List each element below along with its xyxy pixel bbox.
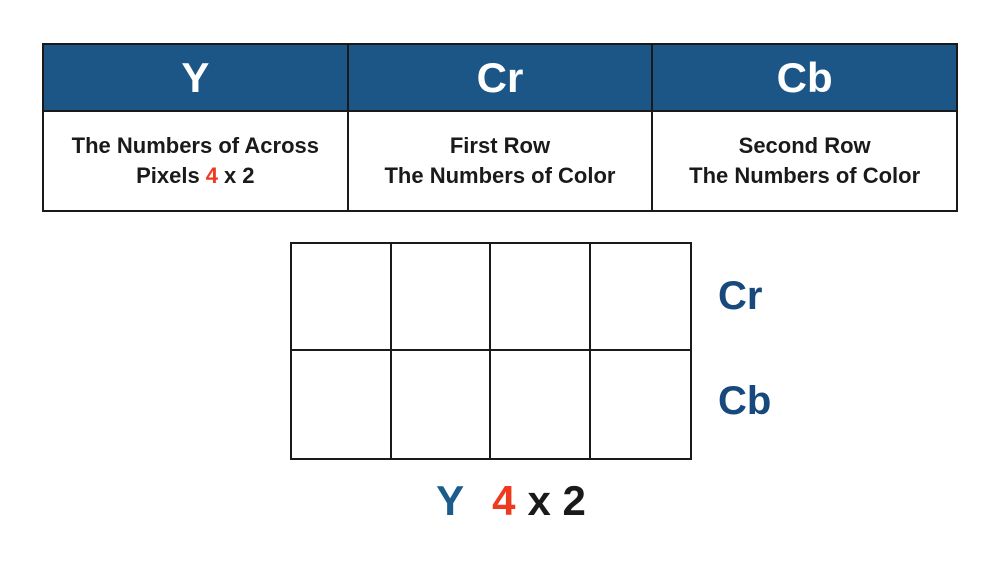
cb-description-line2: The Numbers of Color (689, 163, 921, 188)
pixel-cell (292, 244, 392, 351)
table-header-cb-label: Cb (776, 53, 833, 101)
grid-row-label-cr: Cr (718, 274, 763, 318)
table-header-cr: Cr (346, 43, 654, 112)
y-description-line2-suffix: x 2 (223, 163, 255, 188)
y-description-line1: The Numbers of Across (71, 133, 319, 158)
pixel-cell (392, 351, 491, 458)
caption-suffix: x 2 (527, 477, 586, 524)
pixel-cell (590, 244, 690, 351)
pixel-cell (391, 244, 491, 351)
caption-red-number: 4 (492, 477, 516, 524)
grid-row-label-cb: Cb (718, 379, 772, 423)
table-header-cr-label: Cr (476, 53, 524, 101)
table-header-cb: Cb (651, 43, 958, 112)
pixel-cell (491, 351, 591, 458)
pixel-cell (591, 351, 691, 458)
table-header-y-label: Y (181, 53, 210, 101)
pixel-cell (491, 244, 591, 351)
cr-description-line1: First Row (449, 133, 551, 158)
caption-y-label: Y (436, 477, 465, 524)
table-header-y: Y (42, 43, 349, 112)
table-cell-cb-description: Second Row The Numbers of Color (651, 110, 958, 212)
y-description-line2-prefix: Pixels (136, 163, 200, 188)
cb-description-line1: Second Row (738, 133, 871, 158)
table-cell-cr-description: First Row The Numbers of Color (346, 110, 654, 212)
ycbcr-table-header-row: Y Cr Cb (42, 43, 958, 112)
pixel-cell (292, 351, 392, 458)
y-description-red-number: 4 (205, 163, 218, 188)
pixel-grid (290, 242, 692, 460)
cr-description-line2: The Numbers of Color (384, 163, 616, 188)
